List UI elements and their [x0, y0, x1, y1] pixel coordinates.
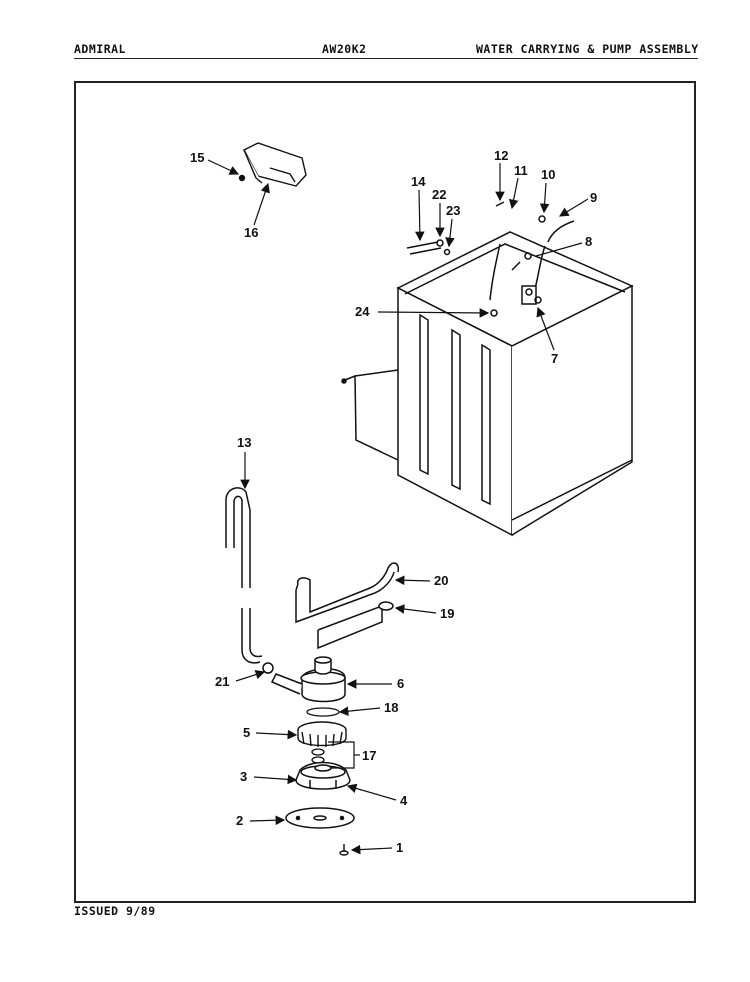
callout-15: 15 — [190, 150, 204, 165]
callout-10: 10 — [541, 167, 555, 182]
drain-hose — [225, 487, 263, 664]
callout-3: 3 — [240, 769, 247, 784]
screw — [339, 844, 349, 856]
mounting-bracket — [238, 142, 307, 187]
callout-8: 8 — [585, 234, 592, 249]
callout-18: 18 — [384, 700, 398, 715]
washers — [311, 748, 325, 764]
callout-6: 6 — [397, 676, 404, 691]
impeller — [297, 721, 347, 747]
callout-2: 2 — [236, 813, 243, 828]
callout-17: 17 — [362, 748, 376, 763]
callout-11: 11 — [514, 163, 528, 178]
pump — [262, 656, 346, 703]
brand-label: ADMIRAL — [74, 42, 126, 56]
callout-23: 23 — [446, 203, 460, 218]
seal — [306, 707, 340, 717]
callout-1: 1 — [396, 840, 403, 855]
callout-14: 14 — [411, 174, 426, 189]
model-label: AW20K2 — [322, 42, 367, 56]
callout-16: 16 — [244, 225, 258, 240]
cabinet — [341, 201, 634, 537]
callout-12: 12 — [494, 148, 508, 163]
callout-20: 20 — [434, 573, 448, 588]
callout-21: 21 — [215, 674, 229, 689]
pump-housing — [295, 761, 351, 790]
pump-hose — [295, 562, 400, 650]
callout-13: 13 — [237, 435, 251, 450]
callout-5: 5 — [243, 725, 250, 740]
section-title: WATER CARRYING & PUMP ASSEMBLY — [476, 42, 699, 56]
diagram-frame — [74, 81, 696, 903]
callout-24: 24 — [355, 304, 370, 319]
callout-22: 22 — [432, 187, 446, 202]
callout-9: 9 — [590, 190, 597, 205]
callout-4: 4 — [400, 793, 408, 808]
issued-date: ISSUED 9/89 — [74, 904, 156, 918]
cover-plate — [285, 807, 355, 829]
callout-19: 19 — [440, 606, 454, 621]
header-rule — [74, 58, 698, 59]
callout-7: 7 — [551, 351, 558, 366]
